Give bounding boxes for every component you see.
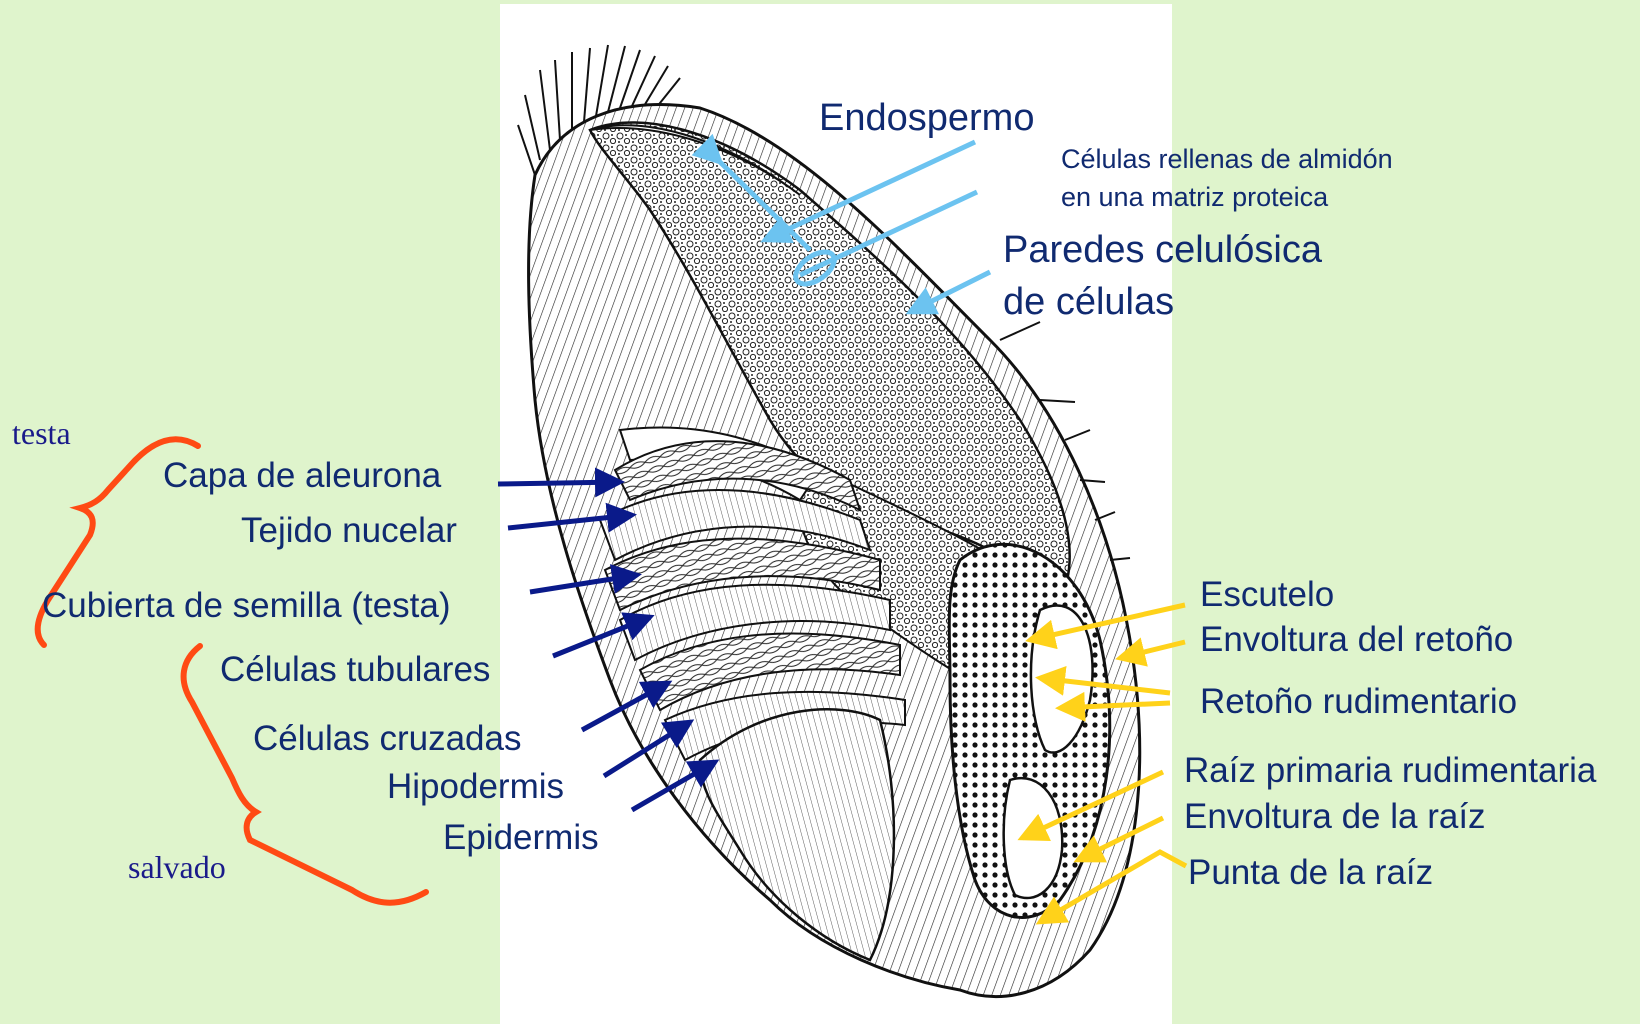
label-envoltura-raiz: Envoltura de la raíz: [1184, 799, 1486, 834]
label-endospermo: Endospermo: [819, 99, 1034, 137]
label-capa-aleurona: Capa de aleurona: [163, 458, 441, 493]
label-paredes-1: Paredes celulósica: [1003, 231, 1322, 269]
label-epidermis: Epidermis: [443, 820, 599, 855]
label-celulas-rellenas-2: en una matriz proteica: [1061, 184, 1328, 211]
group-label-testa: testa: [12, 417, 71, 449]
label-celulas-tubulares: Células tubulares: [220, 652, 490, 687]
label-tejido-nucelar: Tejido nucelar: [241, 513, 457, 548]
group-label-salvado: salvado: [128, 851, 226, 883]
label-paredes-2: de células: [1003, 283, 1174, 321]
label-escutelo: Escutelo: [1200, 577, 1334, 612]
label-punta-raiz: Punta de la raíz: [1188, 855, 1433, 890]
label-celulas-cruzadas: Células cruzadas: [253, 721, 521, 756]
label-hipodermis: Hipodermis: [387, 769, 564, 804]
label-cubierta-semilla: Cubierta de semilla (testa): [42, 588, 451, 623]
label-raiz-primaria: Raíz primaria rudimentaria: [1184, 753, 1596, 788]
label-envoltura-retono: Envoltura del retoño: [1200, 622, 1513, 657]
label-celulas-rellenas-1: Células rellenas de almidón: [1061, 146, 1393, 173]
label-retono-rudimentario: Retoño rudimentario: [1200, 684, 1517, 719]
